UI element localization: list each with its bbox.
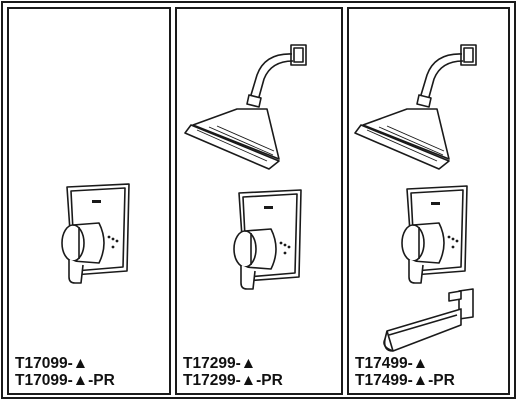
- model-number: T17299-▲: [183, 355, 257, 372]
- panel-t17499: T17499-▲ T17499-▲-PR: [347, 7, 510, 395]
- model-number-pr: T17299-▲-PR: [183, 372, 283, 389]
- model-label: T17099-▲ T17099-▲-PR: [15, 355, 115, 389]
- shower-head-icon: [354, 44, 477, 170]
- model-label: T17499-▲ T17499-▲-PR: [355, 355, 455, 389]
- valve-trim-icon: [401, 185, 468, 284]
- panel-t17099: T17099-▲ T17099-▲-PR: [7, 7, 171, 395]
- model-label: T17299-▲ T17299-▲-PR: [183, 355, 283, 389]
- shower-head-icon: [184, 44, 307, 170]
- model-number-pr: T17099-▲-PR: [15, 372, 115, 389]
- model-number: T17099-▲: [15, 355, 89, 372]
- model-number: T17499-▲: [355, 355, 429, 372]
- valve-trim-icon: [61, 183, 130, 284]
- tub-spout-icon: [383, 288, 474, 352]
- model-number-pr: T17499-▲-PR: [355, 372, 455, 389]
- panel-t17299: T17299-▲ T17299-▲-PR: [175, 7, 343, 395]
- valve-trim-icon: [233, 189, 302, 290]
- product-comparison-frame: T17099-▲ T17099-▲-PR: [1, 1, 516, 399]
